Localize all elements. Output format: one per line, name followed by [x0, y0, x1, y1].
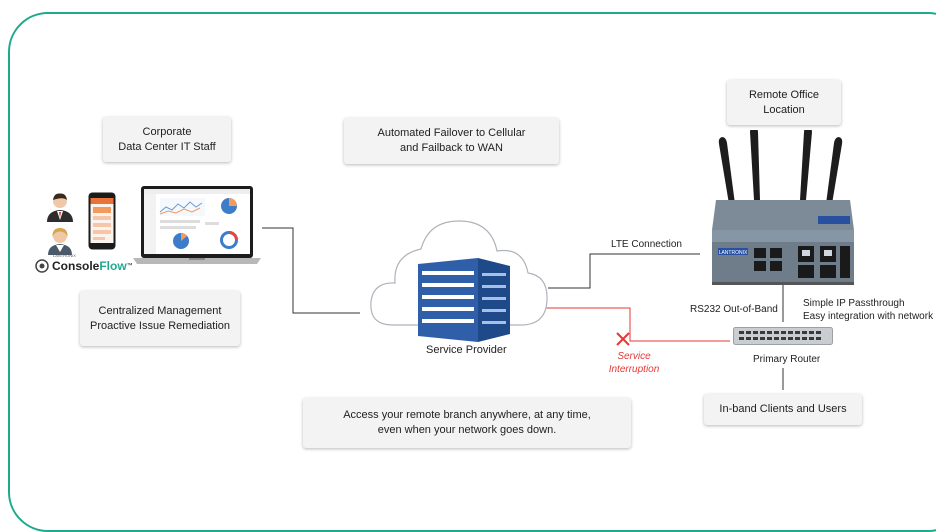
access-box-line1: Access your remote branch anywhere, at a…	[343, 409, 591, 421]
female-user-icon	[48, 228, 72, 255]
consoleflow-trademark: ™	[126, 263, 133, 269]
failover-box-line1: Automated Failover to Cellular	[377, 127, 526, 139]
wan-connection-line	[546, 307, 730, 342]
smartphone-icon	[88, 192, 116, 250]
interruption-line1: Service	[617, 351, 651, 362]
management-box-line2: Proactive Issue Remediation	[89, 319, 230, 332]
interruption-x-icon	[616, 332, 630, 346]
passthrough-label: Simple IP Passthrough Easy integration w…	[803, 297, 933, 323]
corporate-box-line2: Data Center IT Staff	[118, 140, 216, 153]
consoleflow-logo: LANTRONIX ConsoleFlow™	[35, 253, 133, 274]
management-box: Centralized Management Proactive Issue R…	[80, 291, 240, 346]
access-box: Access your remote branch anywhere, at a…	[303, 398, 631, 448]
remote-office-box: Remote Office Location	[727, 80, 841, 125]
failover-box: Automated Failover to Cellular and Failb…	[344, 118, 559, 164]
male-user-icon	[47, 193, 73, 222]
consoleflow-logo-icon	[35, 259, 49, 273]
management-box-line1: Centralized Management	[98, 304, 222, 317]
clients-box-label: In-band Clients and Users	[719, 403, 847, 415]
access-box-line2: even when your network goes down.	[377, 424, 557, 436]
remote-box-line1: Remote Office	[748, 88, 820, 101]
passthrough-line1: Simple IP Passthrough	[803, 298, 905, 309]
service-provider-building-icon	[418, 258, 510, 342]
clients-box: In-band Clients and Users	[704, 394, 862, 425]
service-interruption-label: Service Interruption	[606, 350, 662, 376]
consoleflow-part1: Console	[52, 259, 100, 273]
consoleflow-part2: Flow	[99, 259, 127, 273]
service-provider-label: Service Provider	[426, 344, 507, 356]
rs232-label: RS232 Out-of-Band	[690, 304, 778, 315]
corporate-box-line1: Corporate	[142, 125, 192, 138]
staff-to-provider-line	[262, 227, 360, 314]
corporate-staff-box: Corporate Data Center IT Staff	[103, 117, 231, 162]
device-brand-label: LANTRONIX	[719, 250, 748, 256]
laptop-dashboard-image	[133, 186, 261, 264]
antenna-icons	[718, 130, 843, 204]
lte-connection-label: LTE Connection	[611, 239, 682, 250]
interruption-line2: Interruption	[608, 364, 660, 375]
lte-connection-line	[548, 253, 700, 289]
primary-router-icon	[733, 327, 833, 345]
console-server-device: LANTRONIX	[712, 130, 854, 285]
passthrough-line2: Easy integration with network	[803, 311, 934, 322]
failover-box-line2: and Failback to WAN	[400, 142, 503, 154]
remote-box-line2: Location	[763, 103, 805, 116]
consoleflow-brand-small: LANTRONIX	[53, 253, 76, 258]
primary-router-label: Primary Router	[753, 354, 821, 365]
connector-lines	[262, 227, 784, 390]
